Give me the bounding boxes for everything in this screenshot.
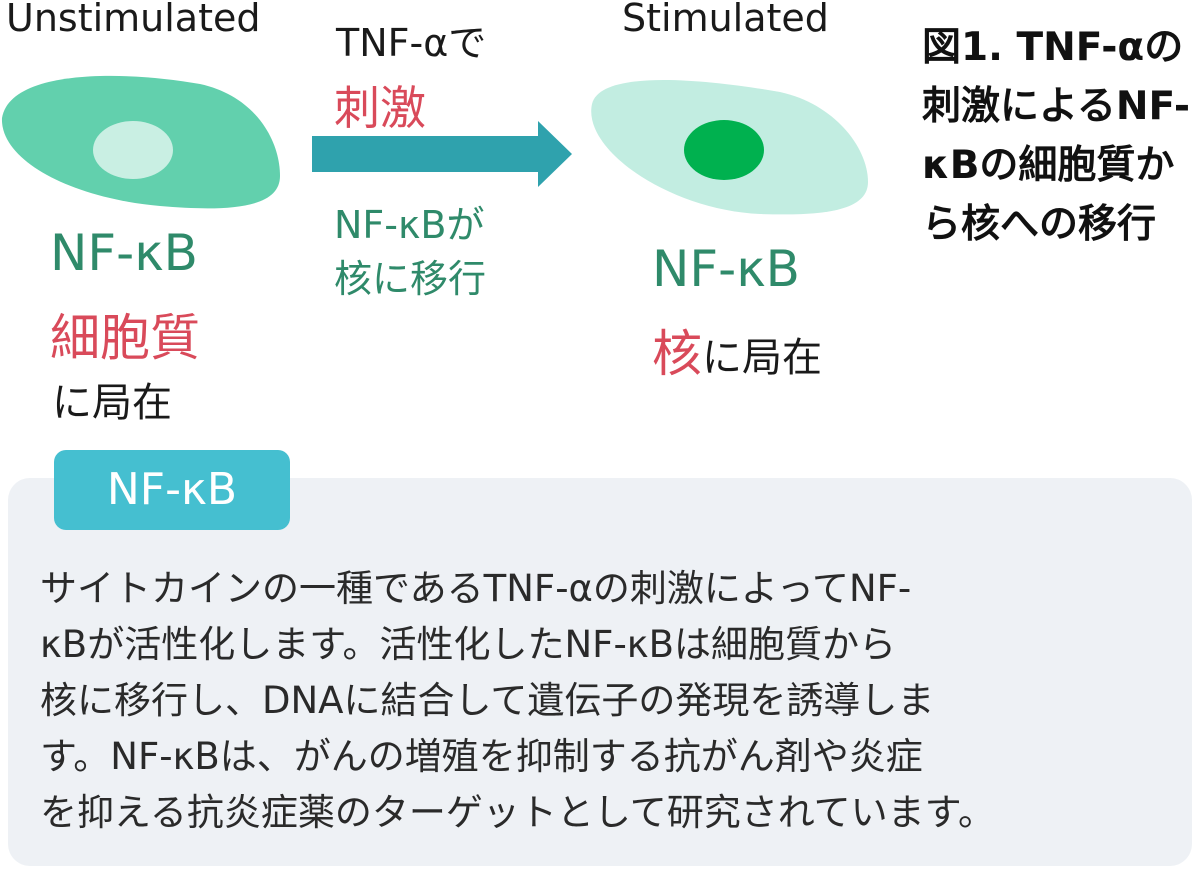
info-line: を抑える抗炎症薬のターゲットとして研究されています。: [40, 791, 995, 834]
arrow-top-line1: TNF-αで: [336, 21, 487, 65]
arrow-bottom-line2: 核に移行: [334, 257, 487, 301]
arrow-bottom-line1: NF-κBが: [334, 203, 485, 247]
info-line: す。NF-κBは、がんの増殖を抑制する抗がん剤や炎症: [40, 735, 923, 778]
unstimulated-nucleus: [93, 121, 173, 179]
info-box: [8, 478, 1192, 866]
stimulated-label: Stimulated: [622, 0, 829, 40]
left-suffix-label: に局在: [52, 380, 172, 426]
info-line: κBが活性化します。活性化したNF-κBは細胞質から: [40, 623, 896, 666]
unstimulated-label: Unstimulated: [6, 0, 261, 40]
cell-diagram: [1, 75, 868, 215]
right-suffix-label: に局在: [702, 335, 822, 381]
info-line: 核に移行し、DNAに結合して遺伝子の発現を誘導しま: [40, 679, 935, 722]
left-protein-label: NF-κB: [50, 224, 198, 282]
figure-caption: 図1. TNF-αの刺激によるNF-κBの細胞質から核への移行: [922, 25, 1191, 247]
stimulated-nucleus: [684, 120, 764, 180]
info-line: サイトカインの一種であるTNF-αの刺激によってNF-: [40, 567, 912, 610]
info-tag: NF-κB: [54, 450, 290, 530]
left-location-label: 細胞質: [50, 309, 200, 367]
right-location-label: 核: [652, 325, 702, 383]
right-location-row: 核に局在: [652, 314, 822, 386]
stimulation-arrow: [312, 121, 572, 187]
arrow-top-line2: 刺激: [334, 81, 426, 135]
right-protein-label: NF-κB: [652, 240, 800, 298]
